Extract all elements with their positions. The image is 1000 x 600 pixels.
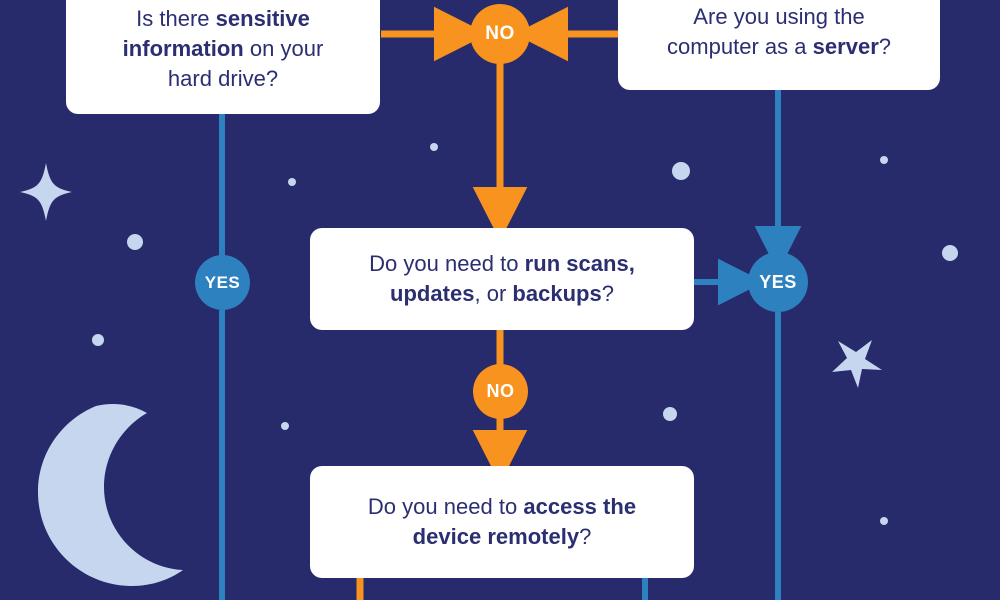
star-dot [288, 178, 296, 186]
star-dot [880, 156, 888, 164]
decision-node-yes-right-label: YES [759, 271, 797, 292]
star-dot [880, 517, 888, 525]
x-star-icon [832, 340, 882, 388]
star-dot [92, 334, 104, 346]
question-box-scans-updates-backups[interactable]: Do you need to run scans,updates, or bac… [310, 228, 694, 330]
decision-node-no-middle[interactable]: NO [473, 364, 528, 419]
star-dot [672, 162, 690, 180]
star-dot [127, 234, 143, 250]
star-dot [663, 407, 677, 421]
decision-node-no-middle-label: NO [486, 381, 515, 401]
decision-node-yes-left-label: YES [204, 272, 241, 292]
decision-node-yes-right[interactable]: YES [748, 252, 808, 312]
question-text-scans-updates-backups: Do you need to run scans,updates, or bac… [369, 251, 635, 306]
decision-node-yes-left[interactable]: YES [195, 255, 250, 310]
star-dot [430, 143, 438, 151]
four-point-star-icon [20, 163, 72, 221]
decision-node-no-top-label: NO [485, 23, 515, 44]
star-dot [281, 422, 289, 430]
decision-node-no-top[interactable]: NO [470, 4, 530, 64]
crescent-moon-icon [38, 404, 183, 586]
star-dot [942, 245, 958, 261]
